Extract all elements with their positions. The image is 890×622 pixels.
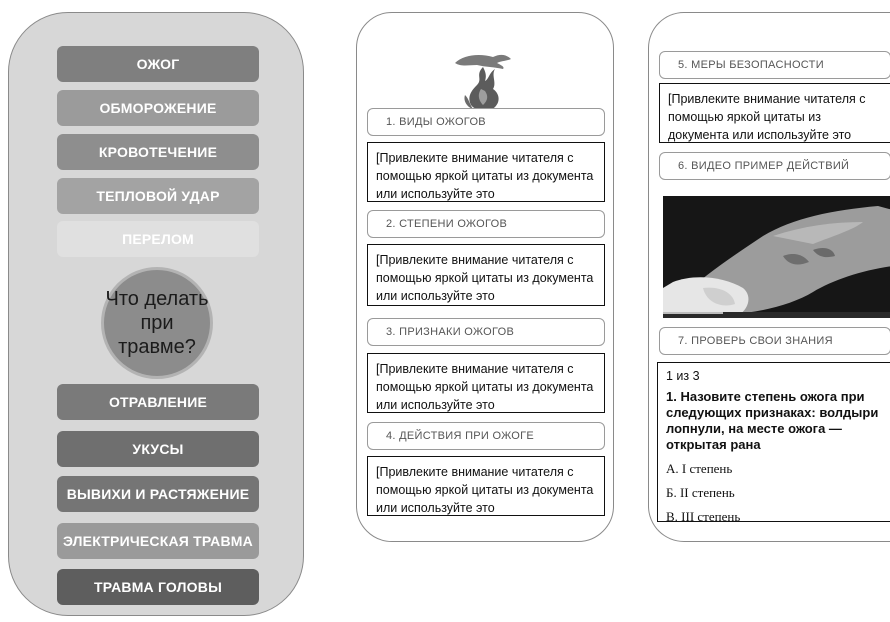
menu-center-text: Что делать при травме? (105, 288, 209, 358)
quiz-option-a[interactable]: А. I степень (666, 461, 733, 476)
quote-text: [Привлеките внимание читателя с помощью … (376, 362, 594, 412)
section-quiz[interactable]: 7. ПРОВЕРЬ СВОИ ЗНАНИЯ (659, 327, 890, 355)
section-video[interactable]: 6. ВИДЕО ПРИМЕР ДЕЙСТВИЙ (659, 152, 890, 180)
menu-item-fracture[interactable]: ПЕРЕЛОМ (57, 221, 259, 257)
video-player[interactable] (663, 196, 890, 318)
menu-item-bites[interactable]: УКУСЫ (57, 431, 259, 467)
section-title: 1. ВИДЫ ОЖОГОВ (386, 116, 486, 128)
section-burn-degrees[interactable]: 2. СТЕПЕНИ ОЖОГОВ (367, 210, 605, 238)
section-title: 5. МЕРЫ БЕЗОПАСНОСТИ (678, 59, 824, 71)
quiz-option-b[interactable]: Б. II степень (666, 485, 735, 500)
quote-text: [Привлеките внимание читателя с помощью … (376, 465, 594, 515)
menu-item-burn[interactable]: ОЖОГ (57, 46, 259, 82)
section-burn-actions[interactable]: 4. ДЕЙСТВИЯ ПРИ ОЖОГЕ (367, 422, 605, 450)
quote-box: [Привлеките внимание читателя с помощью … (367, 142, 605, 202)
section-burn-signs[interactable]: 3. ПРИЗНАКИ ОЖОГОВ (367, 318, 605, 346)
menu-item-poisoning[interactable]: ОТРАВЛЕНИЕ (57, 384, 259, 420)
section-title: 7. ПРОВЕРЬ СВОИ ЗНАНИЯ (678, 335, 833, 347)
menu-item-electrical-injury[interactable]: ЭЛЕКТРИЧЕСКАЯ ТРАВМА (57, 523, 259, 559)
menu-item-frostbite[interactable]: ОБМОРОЖЕНИЕ (57, 90, 259, 126)
quote-text: [Привлеките внимание читателя с помощью … (376, 253, 594, 303)
menu-phone: ОЖОГ ОБМОРОЖЕНИЕ КРОВОТЕЧЕНИЕ ТЕПЛОВОЙ У… (8, 12, 304, 616)
section-title: 2. СТЕПЕНИ ОЖОГОВ (386, 218, 508, 230)
section-safety[interactable]: 5. МЕРЫ БЕЗОПАСНОСТИ (659, 51, 890, 79)
burn-info-phone: 1. ВИДЫ ОЖОГОВ [Привлеките внимание чита… (356, 12, 614, 542)
menu-item-heatstroke[interactable]: ТЕПЛОВОЙ УДАР (57, 178, 259, 214)
quote-text: [Привлеките внимание читателя с помощью … (668, 92, 866, 142)
quiz-question: 1. Назовите степень ожога при следующих … (666, 389, 879, 452)
section-title: 4. ДЕЙСТВИЯ ПРИ ОЖОГЕ (386, 430, 535, 442)
quote-box: [Привлеките внимание читателя с помощью … (367, 456, 605, 516)
burn-hand-icon (455, 54, 511, 111)
quote-text: [Привлеките внимание читателя с помощью … (376, 151, 594, 201)
section-title: 3. ПРИЗНАКИ ОЖОГОВ (386, 326, 515, 338)
quote-box: [Привлеките внимание читателя с помощью … (367, 353, 605, 413)
section-burn-types[interactable]: 1. ВИДЫ ОЖОГОВ (367, 108, 605, 136)
menu-item-head-injury[interactable]: ТРАВМА ГОЛОВЫ (57, 569, 259, 605)
quote-box: [Привлеките внимание читателя с помощью … (659, 83, 890, 143)
menu-item-dislocation[interactable]: ВЫВИХИ И РАСТЯЖЕНИЕ (57, 476, 259, 512)
menu-center-title: Что делать при травме? (101, 267, 213, 379)
bandaged-hand-image (663, 196, 890, 318)
menu-item-bleeding[interactable]: КРОВОТЕЧЕНИЕ (57, 134, 259, 170)
safety-quiz-phone: 5. МЕРЫ БЕЗОПАСНОСТИ [Привлеките внимани… (648, 12, 890, 542)
section-title: 6. ВИДЕО ПРИМЕР ДЕЙСТВИЙ (678, 160, 850, 172)
quiz-panel: 1 из 3 1. Назовите степень ожога при сле… (657, 362, 890, 522)
quiz-counter: 1 из 3 (666, 369, 700, 383)
quote-box: [Привлеките внимание читателя с помощью … (367, 244, 605, 306)
quiz-option-c[interactable]: В. III степень (666, 509, 741, 522)
